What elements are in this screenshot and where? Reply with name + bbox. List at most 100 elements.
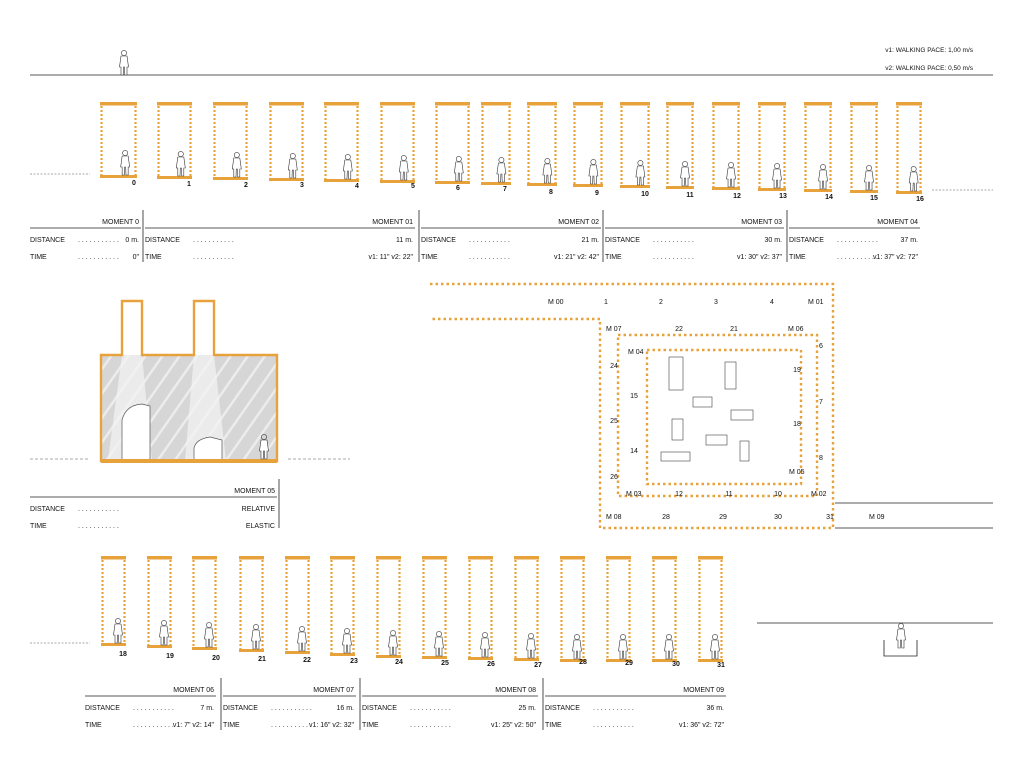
plan-number: 21	[730, 326, 738, 333]
person-figure	[176, 151, 186, 177]
frame-number: 4	[355, 183, 359, 190]
person-figure	[680, 161, 690, 187]
person-figure	[618, 634, 628, 660]
dots-leader: . . . . . . . . . . .	[133, 705, 174, 712]
plan-number: 25	[610, 418, 618, 425]
plan-number: 14	[630, 448, 638, 455]
time-label: TIME	[223, 722, 240, 729]
frame-number: 11	[686, 192, 694, 199]
distance-value: 7 m.	[200, 705, 214, 712]
distance-label: DISTANCE	[605, 237, 640, 244]
plan-marker: M 04	[628, 349, 644, 356]
moment-title: MOMENT 06	[173, 687, 214, 694]
frame-number: 22	[303, 657, 311, 664]
distance-value: 25 m.	[518, 705, 536, 712]
time-value: v1: 30" v2: 37"	[737, 254, 783, 261]
frame-number: 30	[672, 661, 680, 668]
corridor-frame	[573, 102, 603, 187]
frame-number: 15	[870, 195, 878, 202]
person-figure	[480, 632, 490, 658]
plan-marker: M 06	[788, 326, 804, 333]
frame-number: 2	[244, 182, 248, 189]
dots-leader: . . . . . . . . . . .	[469, 237, 510, 244]
distance-value: 37 m.	[900, 237, 918, 244]
corridor-frame	[896, 102, 922, 194]
plan-number: 3	[714, 299, 718, 306]
dots-leader: . . . . . . . . . . .	[271, 722, 312, 729]
frame-number: 12	[733, 193, 741, 200]
corridor-frame	[620, 102, 650, 188]
moment-title: MOMENT 04	[877, 219, 918, 226]
dots-leader: . . . . . . . . . . .	[78, 506, 119, 513]
dots-leader: . . . . . . . . . . .	[837, 237, 878, 244]
plan-number: 22	[675, 326, 683, 333]
moment-title: MOMENT 02	[558, 219, 599, 226]
person-figure	[726, 162, 736, 188]
distance-value: 21 m.	[581, 237, 599, 244]
distance-value: 0 m.	[125, 237, 139, 244]
corridor-frame	[330, 556, 355, 656]
plan-number: 8	[819, 455, 823, 462]
frame-number: 19	[166, 653, 174, 660]
corridor-frame	[101, 556, 126, 646]
moment-table: MOMENT 04 DISTANCE . . . . . . . . . . . 37…	[786, 210, 920, 262]
corridor-frame	[606, 556, 631, 662]
dots-leader: . . . . . . . . . . .	[193, 254, 234, 261]
time-value: v1: 7" v2: 14"	[173, 722, 215, 729]
person-figure	[526, 633, 536, 659]
time-label: TIME	[30, 523, 47, 530]
person-figure	[342, 628, 352, 654]
pace-v2: v2: WALKING PACE: 0,50 m/s	[885, 65, 974, 72]
person-figure	[542, 158, 553, 184]
frame-number: 31	[717, 662, 725, 669]
distance-label: DISTANCE	[789, 237, 824, 244]
plan-view	[430, 282, 993, 530]
time-value: v1: 21" v2: 42"	[554, 254, 600, 261]
corridor-frame	[514, 556, 539, 661]
frame-number: 0	[132, 180, 136, 187]
distance-value: 36 m.	[706, 705, 724, 712]
plan-number: 28	[662, 514, 670, 521]
corridor-frame	[213, 102, 248, 180]
moment-title: MOMENT 07	[313, 687, 354, 694]
dots-leader: . . . . . . . . . . .	[653, 237, 694, 244]
distance-value: RELATIVE	[242, 506, 276, 513]
corridor-frame	[147, 556, 172, 648]
moment-title: MOMENT 03	[741, 219, 782, 226]
frame-number: 6	[456, 185, 460, 192]
corridor-frame	[468, 556, 493, 660]
distance-label: DISTANCE	[362, 705, 397, 712]
plan-marker: M 00	[548, 299, 564, 306]
dots-leader: . . . . . . . . . . .	[133, 722, 174, 729]
frame-number: 18	[119, 651, 127, 658]
corridor-frame	[422, 556, 447, 659]
plan-number: 30	[774, 514, 782, 521]
person-figure	[287, 153, 298, 179]
person-figure	[120, 150, 130, 176]
person-figure	[635, 160, 646, 186]
time-value: v1: 25" v2: 50"	[491, 722, 537, 729]
person-figure	[342, 154, 353, 180]
corridor-frame	[712, 102, 740, 190]
time-value: 0"	[133, 254, 140, 261]
time-label: TIME	[789, 254, 806, 261]
distance-label: DISTANCE	[30, 237, 65, 244]
person-figure	[908, 166, 919, 192]
dots-leader: . . . . . . . . . . .	[410, 722, 451, 729]
dots-leader: . . . . . . . . . . .	[271, 705, 312, 712]
corridor-frame	[269, 102, 304, 181]
dots-leader: . . . . . . . . . . .	[593, 722, 634, 729]
distance-value: 30 m.	[764, 237, 782, 244]
person-figure	[232, 152, 242, 178]
frame-number: 21	[258, 656, 266, 663]
frame-number: 14	[825, 194, 833, 201]
person-figure	[251, 624, 261, 650]
corridor-frame	[192, 556, 217, 650]
corridor-frame	[285, 556, 310, 654]
